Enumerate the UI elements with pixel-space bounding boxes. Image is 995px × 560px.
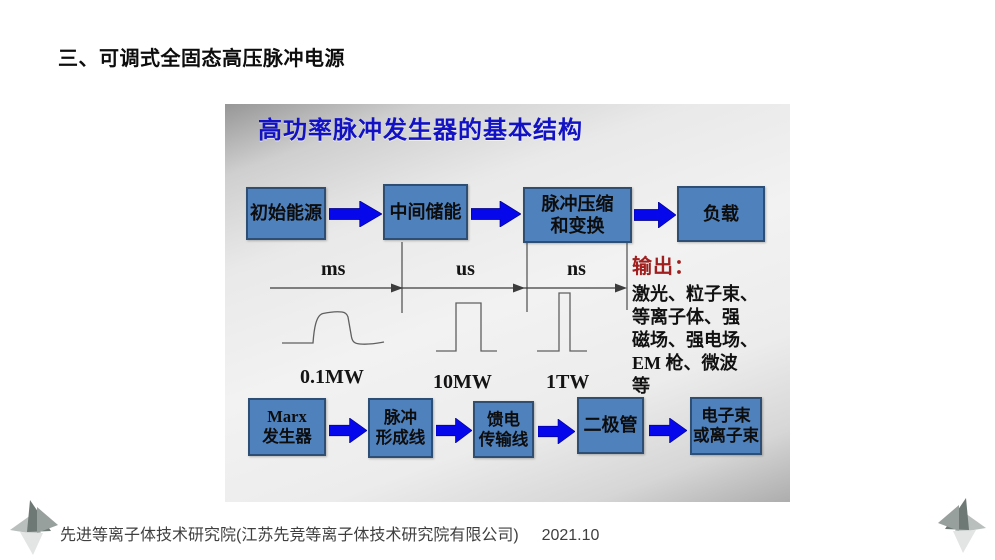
flow-arrow-icon [329, 418, 367, 443]
flow-box-load: 负载 [677, 186, 765, 242]
flow-box-feed-transmission-line: 馈电 传输线 [473, 401, 534, 458]
flow-box-electron-ion-beam: 电子束 或离子束 [690, 397, 762, 455]
flow-box-pulse-forming-line: 脉冲 形成线 [368, 398, 433, 458]
origami-decoration-icon [938, 498, 986, 553]
power-label-ms: 0.1MW [300, 366, 364, 388]
footer: 先进等离子体技术研究院(江苏先竞等离子体技术研究院有限公司) 2021.10 [60, 521, 599, 545]
timeline-axis [270, 242, 628, 313]
timeline-label-ms: ms [321, 258, 346, 280]
flow-arrow-icon [634, 202, 676, 228]
output-list: 激光、粒子束、 等离子体、强 磁场、强电场、 EM 枪、微波 等 [632, 284, 758, 396]
flow-box-initial-energy: 初始能源 [246, 187, 326, 240]
footer-date: 2021.10 [541, 527, 600, 544]
panel-title: 高功率脉冲发生器的基本结构 [258, 117, 583, 144]
flow-arrow-icon [471, 201, 521, 227]
flow-arrow-icon [436, 418, 472, 443]
flow-box-diode: 二极管 [577, 397, 644, 454]
power-label-us: 10MW [433, 371, 492, 393]
waveform-ns-pulse-icon [537, 292, 587, 352]
flow-box-label: 二极管 [583, 414, 638, 435]
flow-arrow-icon [329, 201, 382, 227]
flow-box-marx-generator: Marx 发生器 [248, 398, 326, 456]
flow-box-pulse-compression: 脉冲压缩 和变换 [523, 187, 632, 243]
output-heading: 输出： [632, 256, 695, 278]
flow-box-label: 脉冲 形成线 [375, 408, 426, 447]
flow-arrow-icon [538, 419, 575, 444]
flow-box-label: 脉冲压缩 和变换 [541, 193, 614, 237]
flow-box-label: 中间储能 [389, 201, 462, 222]
waveform-us-pulse-icon [436, 302, 497, 352]
power-label-ns: 1TW [546, 371, 590, 393]
footer-organization: 先进等离子体技术研究院(江苏先竞等离子体技术研究院有限公司) [60, 527, 519, 544]
flow-box-label: 电子束 或离子束 [693, 406, 759, 445]
flow-box-intermediate-storage: 中间储能 [383, 184, 468, 240]
flow-box-label: 馈电 传输线 [478, 409, 529, 449]
flow-arrow-icon [649, 418, 687, 443]
waveform-ms-pulse-icon [282, 311, 385, 345]
origami-decoration-icon [10, 500, 58, 555]
timeline-label-us: us [456, 258, 475, 280]
slide-title: 三、可调式全固态高压脉冲电源 [58, 48, 345, 70]
flow-box-label: 初始能源 [250, 203, 322, 224]
flow-box-label: 负载 [703, 203, 739, 224]
timeline-label-ns: ns [567, 258, 586, 280]
flow-box-label: Marx 发生器 [262, 407, 312, 446]
